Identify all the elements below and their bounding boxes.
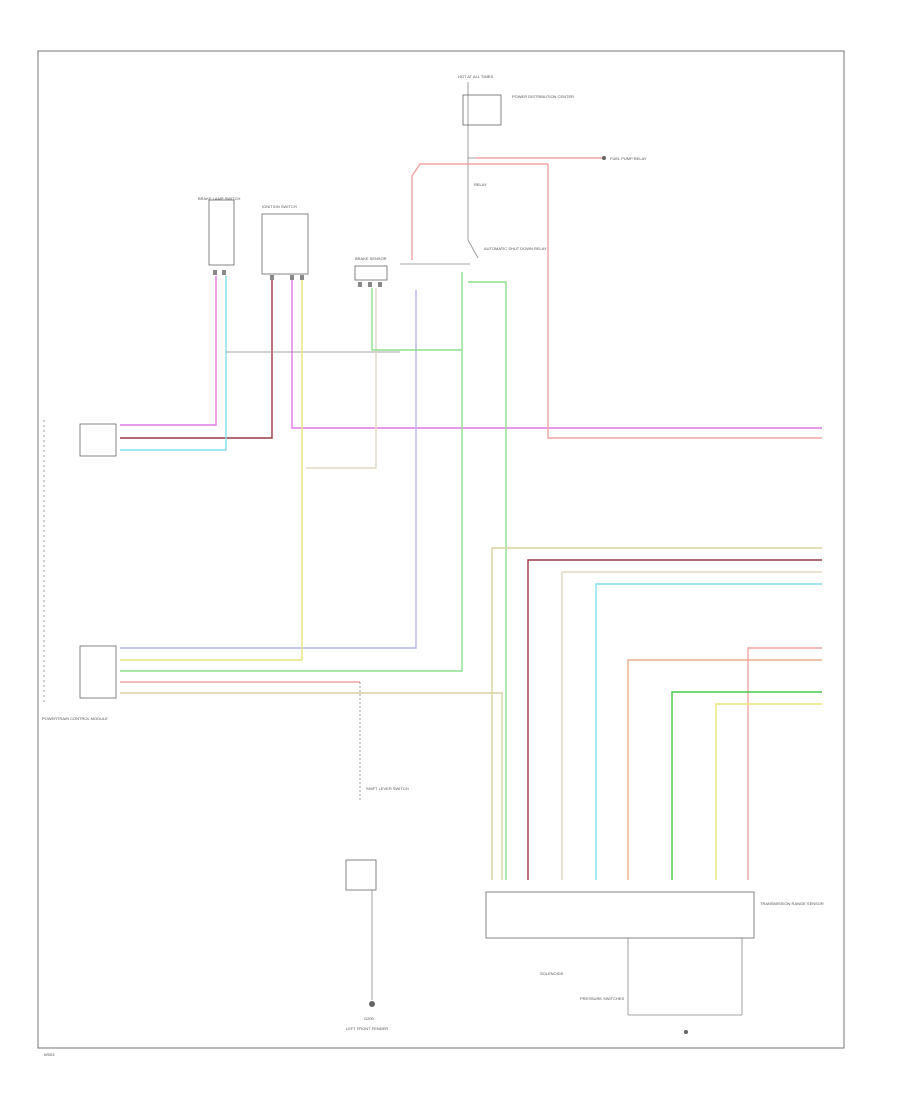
brightgreen-bus-wire (671, 691, 822, 880)
power-feed: HOT AT ALL TIMES POWER DISTRIBUTION CENT… (400, 74, 647, 265)
fuel-pump-connector-label: FUEL PUMP RELAY (610, 156, 647, 161)
orange-bus-wire (627, 659, 822, 880)
brake-lamp-switch-label: BRAKE LAMP SWITCH (198, 196, 240, 201)
automatic-shutdown-relay-label: AUTOMATIC SHUT DOWN RELAY (484, 246, 547, 251)
pcm-label: POWERTRAIN CONTROL MODULE (42, 716, 108, 721)
power-distribution-center-label: POWER DISTRIBUTION CENTER (512, 94, 574, 99)
yellow-bus-wire (715, 703, 822, 880)
magenta-wire (120, 276, 217, 426)
brake-lamp-switch: BRAKE LAMP SWITCH (198, 196, 240, 275)
ground-dot (369, 1001, 375, 1007)
cyan-bus-wire (595, 583, 822, 880)
pink-bus2-wire (747, 647, 822, 880)
green-wire (120, 272, 463, 672)
diagram-frame (37, 50, 845, 1049)
green-relay2-wire (468, 281, 507, 880)
khaki-wire (120, 692, 503, 880)
ignition-switch-label: IGNITION SWITCH (262, 204, 297, 209)
ignition-switch: IGNITION SWITCH (261, 204, 309, 280)
pcm-module: POWERTRAIN CONTROL MODULE (42, 420, 117, 721)
lavender-wire (120, 290, 417, 649)
brake-sensor: BRAKE SENSOR (354, 256, 388, 287)
solenoids-label: SOLENOIDS (540, 971, 564, 976)
pink-top-wire (411, 163, 548, 177)
hot-at-all-times-label: HOT AT ALL TIMES (458, 74, 493, 79)
transmission-range-sensor: TRANSMISSION RANGE SENSOR SOLENOIDS PRES… (485, 891, 824, 1034)
ground-location-label: LEFT FRONT FENDER (346, 1026, 388, 1031)
transmission-range-sensor-label: TRANSMISSION RANGE SENSOR (760, 901, 824, 906)
ground-label: G200 (364, 1016, 375, 1021)
shift-lever-switch: SHIFT LEVER SWITCH G200 LEFT FRONT FENDE… (345, 786, 409, 1031)
pink-bus-wire (547, 164, 822, 439)
tan-bus-wire (561, 571, 822, 880)
relay-label: RELAY (474, 182, 487, 187)
cyan-wire (120, 276, 227, 451)
darkred-bus-wire (527, 559, 822, 880)
pressure-switches-label: PRESSURE SWITCHES (580, 996, 625, 1001)
brake-sensor-label: BRAKE SENSOR (355, 256, 387, 261)
khaki-bus-wire (491, 547, 822, 880)
wires (120, 163, 822, 880)
magenta-bus-wire (291, 280, 822, 429)
figure-id: W003 (44, 1052, 55, 1057)
darkred-wire (120, 280, 273, 439)
yellow-wire (120, 280, 303, 661)
tan-wire (306, 288, 377, 469)
green-relay-wire (371, 288, 462, 351)
shift-lever-switch-label: SHIFT LEVER SWITCH (366, 786, 409, 791)
